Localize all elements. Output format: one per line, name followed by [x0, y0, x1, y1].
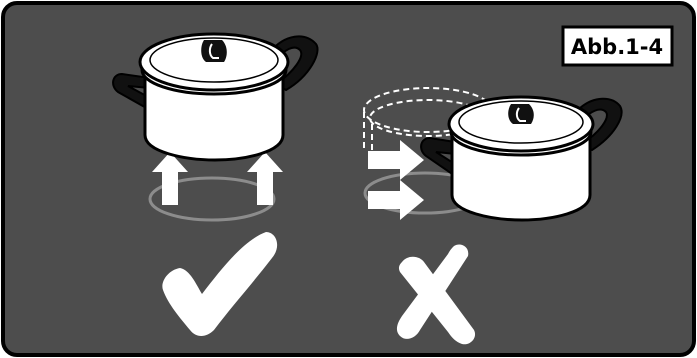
figure-label-box: Abb.1-4 — [563, 27, 672, 65]
figure-label: Abb.1-4 — [571, 35, 663, 59]
